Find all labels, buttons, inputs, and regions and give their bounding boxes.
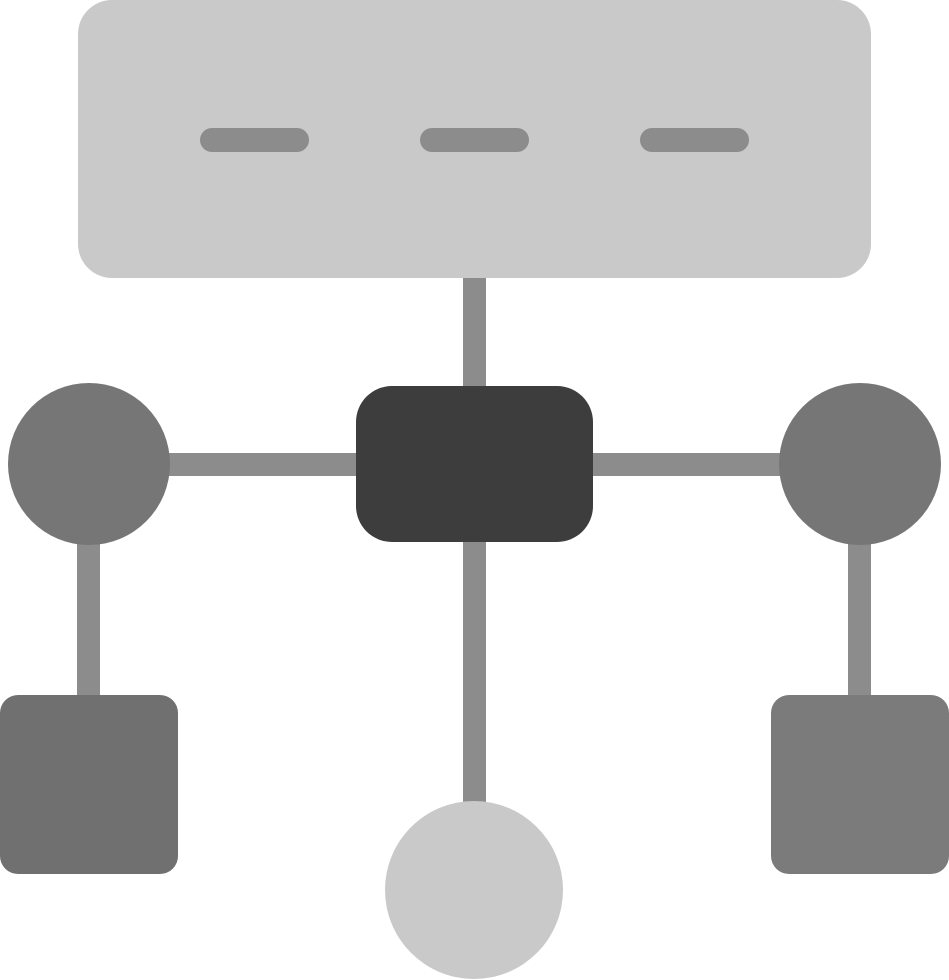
header-dash-1 bbox=[200, 128, 309, 152]
header-dash-3 bbox=[640, 128, 749, 152]
hub-node bbox=[356, 386, 593, 542]
header-dash-2 bbox=[420, 128, 529, 152]
connector-left-circle-to-square bbox=[77, 540, 100, 700]
connector-header-to-hub bbox=[463, 276, 486, 390]
connector-right-circle-to-square bbox=[848, 540, 871, 700]
right-square-node bbox=[771, 695, 949, 874]
connector-hub-to-bottom-circle bbox=[463, 540, 486, 805]
left-square-node bbox=[0, 695, 178, 874]
right-circle-node bbox=[779, 383, 941, 545]
bottom-circle-node bbox=[385, 801, 563, 979]
connectors bbox=[77, 276, 871, 805]
connector-hub-to-right-circle bbox=[591, 453, 783, 476]
header-dashes bbox=[200, 128, 749, 152]
connector-hub-to-left-circle bbox=[165, 453, 358, 476]
left-circle-node bbox=[8, 383, 170, 545]
